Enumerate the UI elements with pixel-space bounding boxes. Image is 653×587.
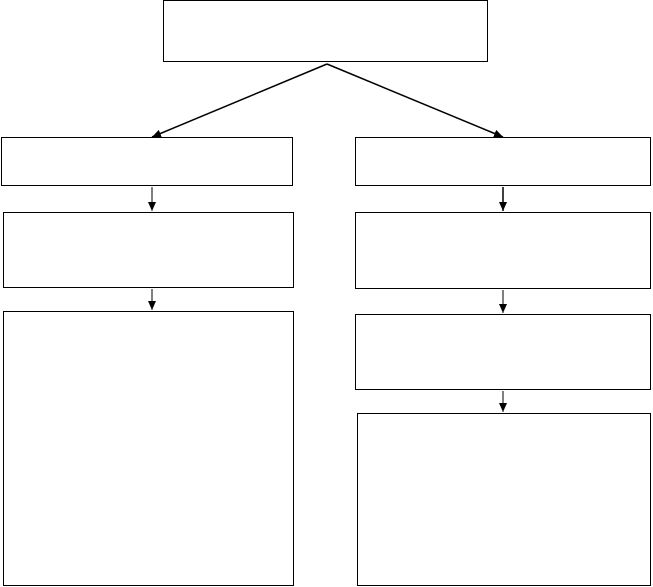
node-right-4 bbox=[357, 413, 651, 586]
node-right-2 bbox=[355, 212, 651, 289]
node-right-3 bbox=[355, 314, 651, 390]
node-left-1 bbox=[1, 137, 293, 186]
edge-root-right-1 bbox=[326, 63, 504, 138]
node-root bbox=[163, 0, 488, 62]
node-left-3 bbox=[3, 311, 294, 586]
edge-root-left-1 bbox=[151, 63, 328, 138]
node-left-2 bbox=[3, 212, 294, 288]
node-right-1 bbox=[355, 137, 651, 186]
